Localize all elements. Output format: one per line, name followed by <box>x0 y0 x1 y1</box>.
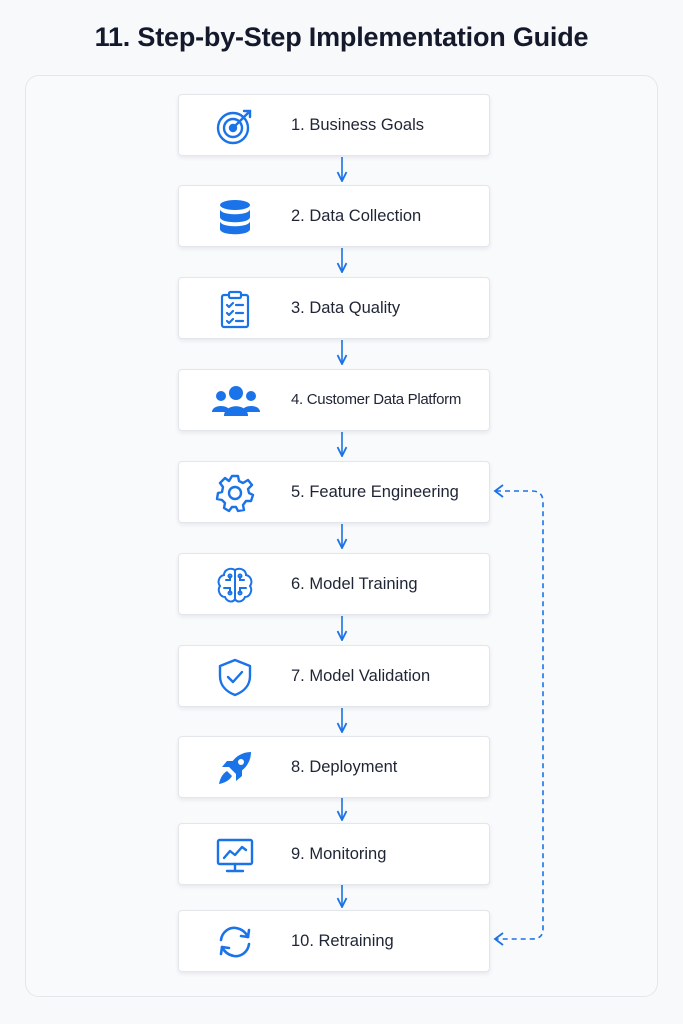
step-label: 4. Customer Data Platform <box>291 391 462 408</box>
monitor-chart-icon <box>215 835 255 875</box>
target-icon <box>215 106 255 146</box>
step-model-training: 6. Model Training <box>178 553 490 615</box>
step-label: 1. Business Goals <box>291 116 424 134</box>
step-feature-engineering: 5. Feature Engineering <box>178 461 490 523</box>
step-label: 3. Data Quality <box>291 299 401 317</box>
refresh-icon <box>215 922 255 962</box>
step-retraining: 10. Retraining <box>178 910 490 972</box>
step-business-goals: 1. Business Goals <box>178 94 490 156</box>
step-label: 5. Feature Engineering <box>291 483 459 501</box>
rocket-icon <box>215 748 255 788</box>
step-label: 9. Monitoring <box>291 845 387 863</box>
step-label: 8. Deployment <box>291 758 398 776</box>
step-label: 2. Data Collection <box>291 207 422 225</box>
users-icon <box>211 381 261 421</box>
gear-icon <box>215 473 255 513</box>
step-label: 6. Model Training <box>291 575 418 593</box>
page-title: 11. Step-by-Step Implementation Guide <box>94 22 589 52</box>
checklist-icon <box>215 289 255 329</box>
step-label: 10. Retraining <box>291 932 394 950</box>
step-customer-data-platform: 4. Customer Data Platform <box>178 369 490 431</box>
step-deployment: 8. Deployment <box>178 736 490 798</box>
step-model-validation: 7. Model Validation <box>178 645 490 707</box>
shield-check-icon <box>215 657 255 697</box>
step-label: 7. Model Validation <box>291 667 431 685</box>
database-icon <box>215 197 255 237</box>
step-monitoring: 9. Monitoring <box>178 823 490 885</box>
step-data-collection: 2. Data Collection <box>178 185 490 247</box>
brain-icon <box>215 565 255 605</box>
step-data-quality: 3. Data Quality <box>178 277 490 339</box>
